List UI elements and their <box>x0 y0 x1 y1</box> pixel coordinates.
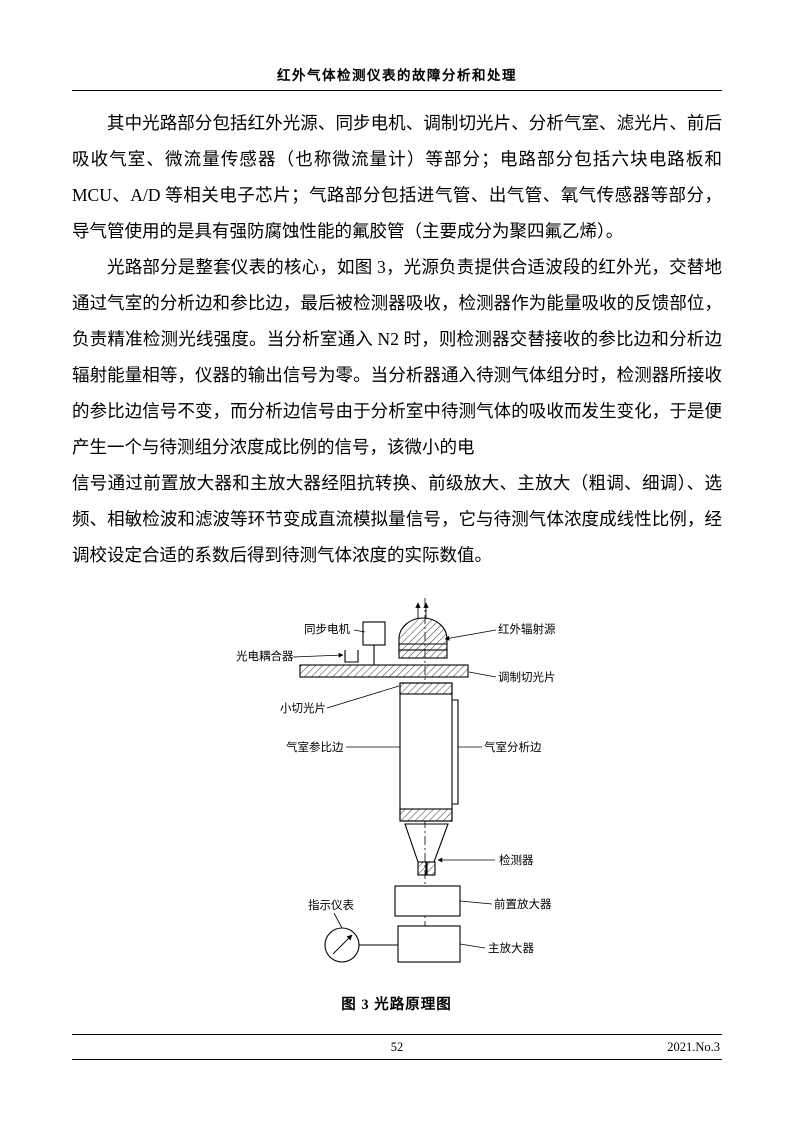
leader-sync-motor <box>353 629 366 633</box>
diagram-shapes <box>292 598 497 963</box>
detector-funnel <box>404 823 449 863</box>
paragraph-2-continued: 信号通过前置放大器和主放大器经阻抗转换、前级放大、主放大（粗调、细调）、选频、相… <box>72 473 722 565</box>
diagram-labels: 同步电机 光电耦合器 红外辐射源 调制切光片 小切光片 气室参比边 气室分析边 … <box>236 622 556 955</box>
leader-chopper <box>468 671 497 678</box>
page-number: 52 <box>390 1040 404 1054</box>
leader-photocoupler <box>292 652 344 658</box>
detector-box-right <box>426 861 436 876</box>
figure-3-diagram: 同步电机 光电耦合器 红外辐射源 调制切光片 小切光片 气室参比边 气室分析边 … <box>236 598 556 963</box>
paragraph-1: 其中光路部分包括红外光源、同步电机、调制切光片、分析气室、滤光片、前后吸收气室、… <box>72 113 722 241</box>
paragraph-2: 光路部分是整套仪表的核心，如图 3，光源负责提供合适波段的红外光，交替地通过气室… <box>72 257 722 457</box>
gas-chamber-bottom-band <box>399 808 453 822</box>
running-head-title: 红外气体检测仪表的故障分析和处理 <box>277 68 517 83</box>
leader-ir-source <box>444 629 497 641</box>
figure-caption: 图 3 光路原理图 <box>341 997 452 1013</box>
label-analysis-side: 气室分析边 <box>484 740 542 754</box>
sync-motor-box <box>362 621 386 646</box>
label-main-amp: 主放大器 <box>488 941 534 955</box>
label-photocoupler: 光电耦合器 <box>236 649 294 663</box>
page-content: 红外气体检测仪表的故障分析和处理 其中光路部分包括红外光源、同步电机、调制切光片… <box>72 0 722 573</box>
chamber-right-bracket <box>452 699 459 805</box>
gas-chamber-top-band <box>399 682 453 695</box>
leader-small-chopper <box>326 685 400 709</box>
page-header: 红外气体检测仪表的故障分析和处理 <box>72 0 722 91</box>
label-chopper: 调制切光片 <box>498 670 556 684</box>
label-sync-motor: 同步电机 <box>304 622 350 636</box>
header-rule <box>72 90 722 91</box>
main-amp-box <box>397 925 461 963</box>
label-preamp: 前置放大器 <box>494 897 552 911</box>
leader-main-amp <box>459 943 486 949</box>
label-ir-source: 红外辐射源 <box>498 622 556 636</box>
footer-row: 52 2021.No.3 <box>72 1035 722 1060</box>
article-body: 其中光路部分包括红外光源、同步电机、调制切光片、分析气室、滤光片、前后吸收气室、… <box>72 105 722 573</box>
preamp-box <box>394 885 461 917</box>
page-footer: 52 2021.No.3 <box>72 1034 722 1060</box>
label-ref-side: 气室参比边 <box>286 740 344 754</box>
chopper-bar <box>299 664 469 678</box>
ir-source-base <box>398 649 448 659</box>
issue-number: 2021.No.3 <box>667 1040 720 1054</box>
label-small-chopper: 小切光片 <box>280 701 326 715</box>
label-detector: 检测器 <box>499 853 534 867</box>
leader-preamp <box>459 900 493 905</box>
gas-chamber <box>399 682 453 822</box>
leader-indicator <box>333 912 343 929</box>
label-indicator: 指示仪表 <box>308 898 354 912</box>
indicator-needle <box>332 934 353 955</box>
detector-box-left <box>417 861 427 876</box>
photocoupler-shape <box>344 650 359 663</box>
ir-source-dome <box>398 617 448 651</box>
